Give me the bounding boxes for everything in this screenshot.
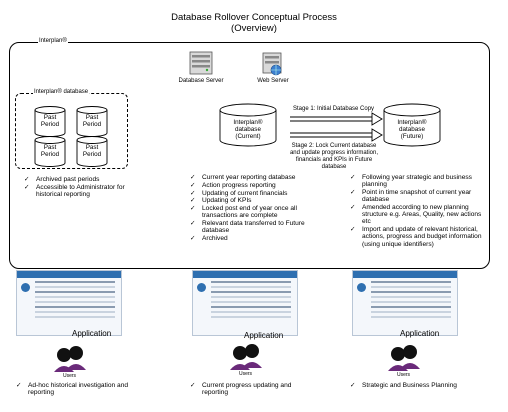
past-period-cylinder-2: [76, 106, 108, 137]
users-label-2: Users: [239, 371, 253, 377]
users-icon-3: [388, 345, 420, 371]
future-db-line-2: database: [399, 126, 425, 133]
stage-2-line-3: financials and KPIs in Future: [295, 157, 373, 163]
users-label-1: Users: [63, 373, 77, 379]
stage-2-line-4: database: [321, 164, 347, 170]
users-label-3: Users: [397, 372, 411, 378]
bottom-item-1: ✓Ad-hoc historical investigation and rep…: [16, 382, 146, 397]
interplan-database-label: Interplan® database: [33, 89, 90, 96]
web-server-icon: [262, 52, 282, 76]
check-icon: ✓: [350, 226, 356, 234]
web-server-label: Web Server: [257, 78, 289, 84]
list-item: ✓Relevant data transferred to Future dat…: [190, 220, 305, 235]
diagram-subtitle: (Overview): [231, 23, 277, 34]
past-period-label-1: Past Period: [40, 114, 60, 128]
list-item: ✓Action progress reporting: [190, 181, 276, 189]
check-icon: ✓: [350, 382, 356, 389]
application-screenshot-2: [192, 270, 298, 336]
check-icon: ✓: [190, 174, 196, 181]
past-periods-list: ✓Archived past periods ✓Accessible to Ad…: [24, 176, 134, 199]
future-db-line-1: Interplan®: [397, 119, 427, 126]
stage-2-arrow: [290, 128, 383, 142]
check-icon: ✓: [350, 174, 356, 181]
future-database-list: ✓Following year strategic and business p…: [350, 174, 482, 248]
stage-1-label: Stage 1: Initial Database Copy: [293, 106, 375, 112]
current-db-line-2: database: [235, 126, 261, 133]
stage-2-line-1: Stage 2: Lock Current database: [291, 143, 377, 149]
check-icon: ✓: [190, 235, 196, 243]
stage-2-line-2: and update progress information,: [289, 150, 379, 156]
database-server-icon: [189, 51, 213, 75]
check-icon: ✓: [190, 181, 196, 189]
past-period-label-3: Past Period: [40, 144, 60, 158]
future-db-line-3: (Future): [400, 133, 424, 140]
past-period-cylinder-3: [34, 136, 66, 167]
application-screenshot-1: [16, 270, 122, 336]
current-database-cylinder: [219, 103, 277, 147]
application-label-3: Application: [400, 329, 440, 338]
stage-1-arrow: [290, 112, 383, 126]
future-database-cylinder: [383, 103, 441, 147]
list-item: ✓Ad-hoc historical investigation and rep…: [16, 382, 129, 397]
current-database-label: Interplan® database (Current): [222, 119, 274, 140]
list-item: ✓Strategic and Business Planning: [350, 382, 457, 389]
application-label-2: Application: [244, 331, 284, 340]
list-item: ✓Import and update of relevant historica…: [350, 226, 482, 248]
check-icon: ✓: [24, 183, 30, 191]
check-icon: ✓: [350, 204, 356, 211]
future-database-label: Interplan® database (Future): [386, 119, 438, 140]
list-item: ✓Current progress updating and reporting: [190, 382, 292, 397]
users-icon-2: [230, 344, 262, 370]
diagram-title: Database Rollover Conceptual Process: [171, 12, 337, 23]
bottom-item-2: ✓Current progress updating and reporting: [190, 382, 310, 397]
application-label-1: Application: [72, 329, 112, 338]
current-db-line-3: (Current): [235, 133, 261, 140]
list-item: ✓Archived past periods: [24, 176, 100, 183]
past-period-cylinder-4: [76, 136, 108, 167]
users-icon-1: [54, 346, 86, 372]
check-icon: ✓: [190, 197, 196, 205]
check-icon: ✓: [190, 382, 196, 389]
interplan-system-box: [9, 42, 490, 269]
past-period-cylinder-1: [34, 106, 66, 137]
list-item: ✓Accessible to Administrator for histori…: [24, 183, 125, 198]
check-icon: ✓: [190, 220, 196, 228]
bottom-item-3: ✓Strategic and Business Planning: [350, 382, 460, 390]
list-item: ✓Locked post end of year once all transa…: [190, 205, 297, 220]
application-screenshot-3: [352, 270, 458, 336]
list-item: ✓Current year reporting database: [190, 174, 296, 181]
stage-2-label: Stage 2: Lock Current database and updat…: [284, 143, 384, 171]
check-icon: ✓: [190, 205, 196, 213]
list-item: ✓Archived: [190, 235, 228, 243]
past-period-label-4: Past Period: [82, 144, 102, 158]
list-item: ✓Updating of KPIs: [190, 197, 252, 205]
check-icon: ✓: [350, 189, 356, 196]
list-item: ✓Point in time snapshot of current year …: [350, 189, 472, 204]
current-db-line-1: Interplan®: [233, 119, 263, 126]
check-icon: ✓: [190, 189, 196, 197]
interplan-box-label: Interplan®: [38, 38, 68, 45]
list-item: ✓Updating of current financials: [190, 189, 288, 197]
list-item: ✓Following year strategic and business p…: [350, 174, 472, 189]
check-icon: ✓: [16, 382, 22, 389]
current-database-list: ✓Current year reporting database ✓Action…: [190, 174, 326, 243]
check-icon: ✓: [24, 176, 30, 183]
list-item: ✓Amended according to new planning struc…: [350, 204, 482, 226]
past-period-label-2: Past Period: [82, 114, 102, 128]
database-server-label: Database Server: [178, 78, 224, 84]
